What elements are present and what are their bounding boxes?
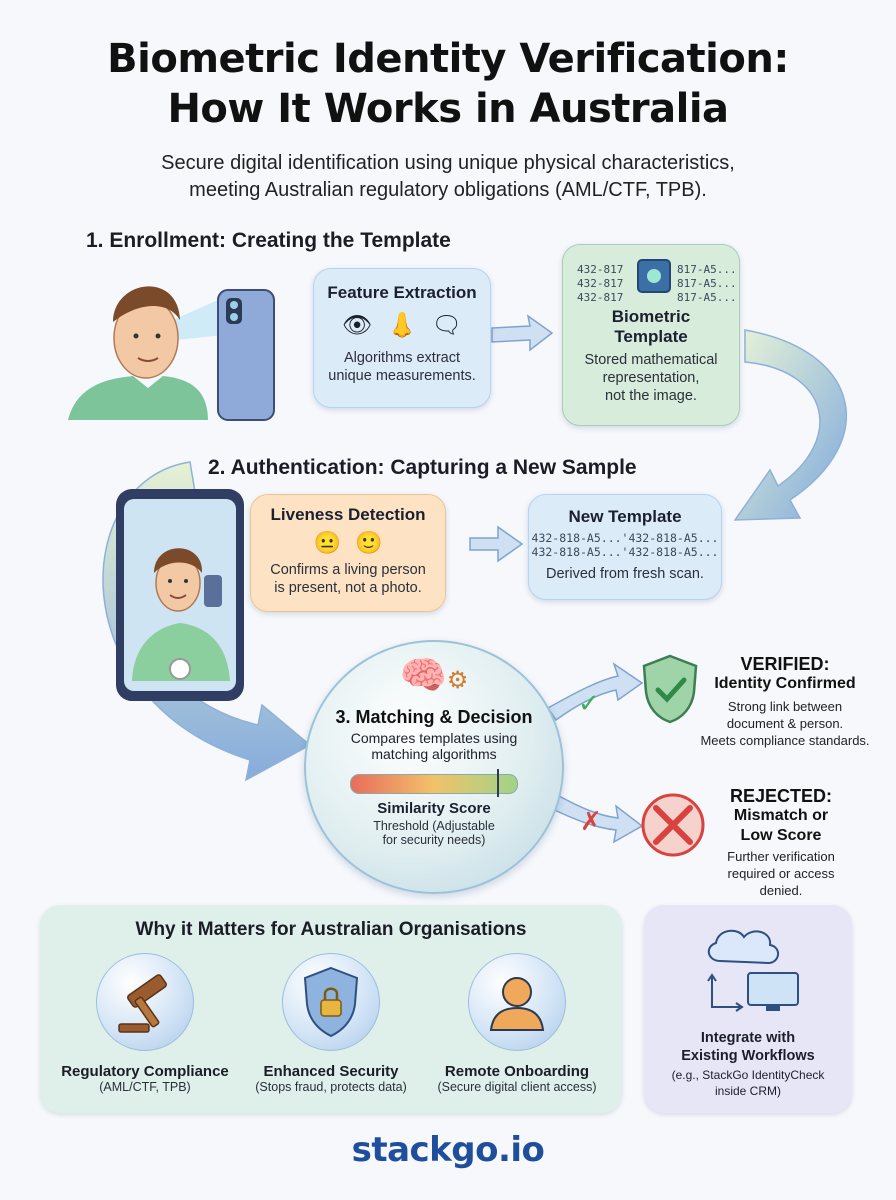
rejected-title: REJECTED: [729, 786, 832, 806]
subtitle-line-1: Secure digital identification using uniq… [161, 152, 735, 174]
similarity-score-label: Similarity Score [377, 800, 491, 817]
rejected-subtitle-1: Mismatch or [733, 807, 829, 824]
arrow-to-rejected [545, 790, 644, 844]
title-line-1: Biometric Identity Verification: [107, 36, 789, 82]
template-code-left-2: 432-817 [577, 277, 624, 290]
benefit-regulatory-label: Regulatory Compliance [61, 1063, 229, 1080]
rejected-x-icon [641, 793, 705, 857]
template-code-left-3: 432-817 [577, 291, 624, 304]
feature-extraction-title: Feature Extraction [327, 283, 477, 302]
enrollment-heading: 1. Enrollment: Creating the Template [86, 229, 451, 252]
cross-mark-icon: ✗ [580, 807, 602, 837]
benefit-regulatory: Regulatory Compliance (AML/CTF, TPB) [60, 953, 230, 1094]
verified-block: VERIFIED: Identity Confirmed Strong link… [700, 654, 870, 749]
rejected-text-2: required or access denied. [727, 866, 835, 898]
verified-subtitle: Identity Confirmed [714, 675, 856, 692]
shield-lock-icon [303, 966, 359, 1038]
template-code-right-2: 817-A5... [677, 277, 737, 290]
biometric-template-text-2: representation, [602, 370, 700, 386]
selfie-phone-illustration [116, 489, 244, 701]
new-template-code-1: 432-818-A5...'432-818-A5... [531, 531, 719, 545]
verified-shield-icon [642, 654, 698, 724]
gear-icon: ⚙ [446, 667, 469, 694]
why-heading: Why it Matters for Australian Organisati… [135, 919, 527, 940]
enrollment-illustration [68, 286, 275, 421]
face-neutral-icon: 😐 [313, 530, 341, 555]
title-line-2: How It Works in Australia [167, 86, 729, 132]
benefit-onboarding: Remote Onboarding (Secure digital client… [432, 953, 602, 1094]
arrow-to-verified [546, 662, 644, 722]
benefit-onboarding-label: Remote Onboarding [444, 1063, 590, 1080]
arrow-liveness-to-new [469, 525, 524, 563]
matching-text-2: matching algorithms [371, 746, 497, 762]
why-it-matters-panel: Why it Matters for Australian Organisati… [40, 905, 622, 1113]
feature-extraction-card: Feature Extraction 👁 👃 🗨 Algorithms extr… [313, 268, 491, 408]
chin-icon: 🗨 [431, 312, 463, 339]
feature-extraction-text-1: Algorithms extract [343, 350, 461, 366]
similarity-score-bar [350, 769, 518, 797]
benefit-security-sub: (Stops fraud, protects data) [255, 1080, 407, 1094]
new-template-card: New Template 432-818-A5...'432-818-A5...… [528, 494, 722, 600]
feature-extraction-text-2: unique measurements. [328, 368, 476, 384]
new-template-code-2: 432-818-A5...'432-818-A5... [531, 545, 719, 559]
benefit-security: Enhanced Security (Stops fraud, protects… [246, 953, 416, 1094]
rejected-block: REJECTED: Mismatch or Low Score Further … [706, 786, 856, 899]
authentication-heading: 2. Authentication: Capturing a New Sampl… [208, 456, 637, 479]
benefit-regulatory-sub: (AML/CTF, TPB) [99, 1080, 191, 1094]
check-mark-icon: ✓ [578, 689, 600, 719]
integrate-title-2: Existing Workflows [681, 1048, 815, 1064]
arrow-template-to-new [733, 329, 847, 521]
matching-title: 3. Matching & Decision [335, 707, 533, 727]
person-hair [113, 286, 180, 322]
threshold-text-1: Threshold (Adjustable [373, 819, 495, 833]
matching-text-1: Compares templates using [350, 730, 518, 746]
verified-text-1: Strong link between [727, 699, 843, 714]
integrate-text-2: inside CRM) [714, 1084, 781, 1098]
verified-text-3: Meets compliance standards. [700, 733, 870, 748]
new-template-title: New Template [568, 507, 682, 526]
template-code-left-1: 432-817 [577, 263, 624, 276]
benefit-onboarding-sub: (Secure digital client access) [437, 1080, 597, 1094]
face-smile-icon: 🙂 [355, 530, 383, 555]
arrow-feature-to-template [491, 314, 554, 352]
verified-title: VERIFIED: [740, 654, 830, 674]
page-subtitle: Secure digital identification using uniq… [0, 150, 896, 204]
biometric-template-text-1: Stored mathematical [584, 352, 718, 368]
integrate-panel: Integrate with Existing Workflows (e.g.,… [644, 905, 852, 1113]
new-template-caption: Derived from fresh scan. [546, 566, 704, 582]
liveness-detection-card: Liveness Detection 😐 🙂 Confirms a living… [250, 494, 446, 612]
eye-icon: 👁 [341, 312, 373, 339]
chip-icon [637, 259, 671, 293]
nose-icon: 👃 [387, 312, 417, 339]
liveness-detection-text-1: Confirms a living person [270, 562, 426, 578]
biometric-template-card: 432-817 432-817 432-817 817-A5... 817-A5… [562, 244, 740, 426]
user-icon [489, 977, 545, 1031]
page-title: Biometric Identity Verification: How It … [0, 34, 896, 134]
matching-bubble: 🧠⚙ 3. Matching & Decision Compares templ… [304, 640, 564, 894]
benefit-security-label: Enhanced Security [263, 1063, 399, 1080]
liveness-detection-title: Liveness Detection [270, 505, 426, 524]
person-shirt [68, 376, 208, 420]
scan-beam [173, 300, 223, 340]
verified-text-2: document & person. [726, 716, 844, 731]
template-code-right-1: 817-A5... [677, 263, 737, 276]
stackgo-logo[interactable]: stackgo.io [351, 1130, 545, 1170]
cloud-computer-icon [707, 929, 799, 1012]
biometric-template-title-2: Template [614, 327, 688, 346]
rejected-text-1: Further verification [727, 849, 835, 864]
rejected-subtitle-2: Low Score [740, 827, 822, 844]
gavel-icon [118, 974, 167, 1033]
biometric-template-text-3: not the image. [605, 388, 697, 404]
threshold-text-2: for security needs) [382, 833, 486, 847]
subtitle-line-2: meeting Australian regulatory obligation… [189, 179, 707, 201]
brain-icon: 🧠 [399, 655, 447, 697]
threshold-marker [497, 769, 499, 797]
integrate-text-1: (e.g., StackGo IdentityCheck [671, 1068, 825, 1082]
integrate-title-1: Integrate with [700, 1030, 796, 1046]
template-code-right-3: 817-A5... [677, 291, 737, 304]
liveness-detection-text-2: is present, not a photo. [274, 580, 422, 596]
biometric-template-title-1: Biometric [611, 307, 691, 326]
